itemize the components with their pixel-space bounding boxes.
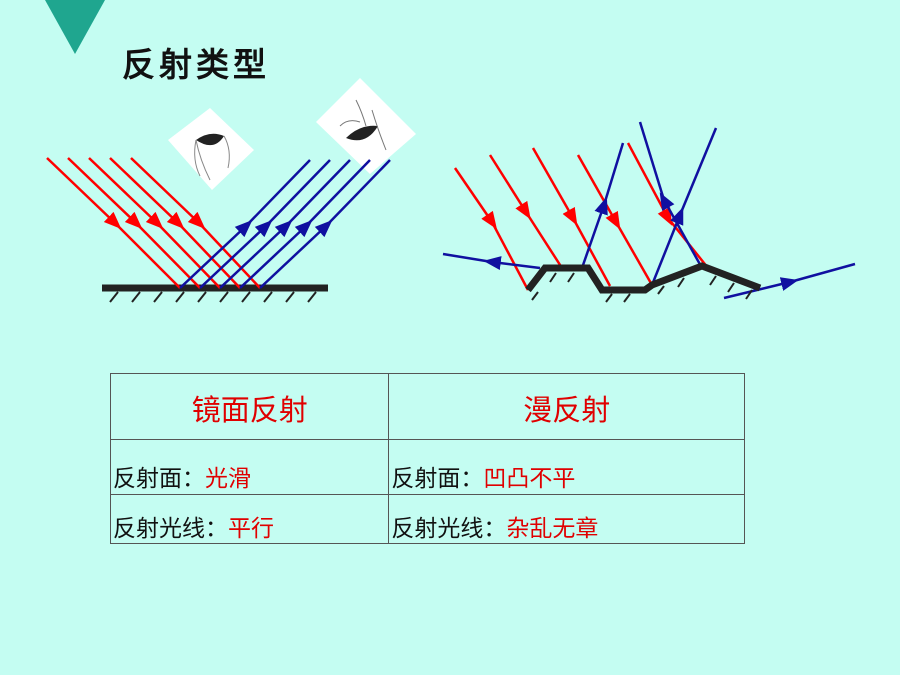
- corner-triangle-decoration: [45, 0, 105, 54]
- incident-rays-specular: [46, 157, 261, 289]
- incident-rays-diffuse: [453, 142, 709, 291]
- smooth-surface: [102, 284, 328, 303]
- eye-icon: [168, 108, 254, 190]
- table-cell: 反射面：光滑: [109, 439, 390, 495]
- rough-surface: [525, 262, 762, 303]
- eye-icon: [316, 78, 416, 174]
- row-label: 反射光线：: [113, 516, 228, 542]
- reflected-rays-diffuse: [442, 121, 856, 300]
- comparison-table: 镜面反射 漫反射 反射面：光滑 反射面：凹凸不平 反射光线：平行 反射光线：杂乱…: [109, 373, 745, 544]
- row-value: 杂乱无章: [506, 516, 599, 542]
- row-value: 凹凸不平: [483, 466, 576, 492]
- table-header-row: 镜面反射 漫反射: [109, 373, 745, 440]
- table-cell: 反射光线：平行: [109, 494, 390, 544]
- header-specular: 镜面反射: [109, 373, 390, 440]
- row-label: 反射面：: [391, 466, 484, 492]
- page-title: 反射类型: [122, 45, 270, 84]
- reflected-rays-specular: [179, 159, 391, 289]
- row-label: 反射面：: [113, 466, 205, 492]
- row-value: 平行: [228, 516, 274, 542]
- row-value: 光滑: [205, 466, 251, 492]
- table-row: 反射光线：平行 反射光线：杂乱无章: [109, 494, 745, 544]
- table-cell: 反射光线：杂乱无章: [388, 494, 745, 544]
- header-diffuse: 漫反射: [388, 373, 745, 440]
- table-cell: 反射面：凹凸不平: [388, 439, 745, 495]
- row-label: 反射光线：: [391, 516, 507, 542]
- table-row: 反射面：光滑 反射面：凹凸不平: [109, 439, 745, 495]
